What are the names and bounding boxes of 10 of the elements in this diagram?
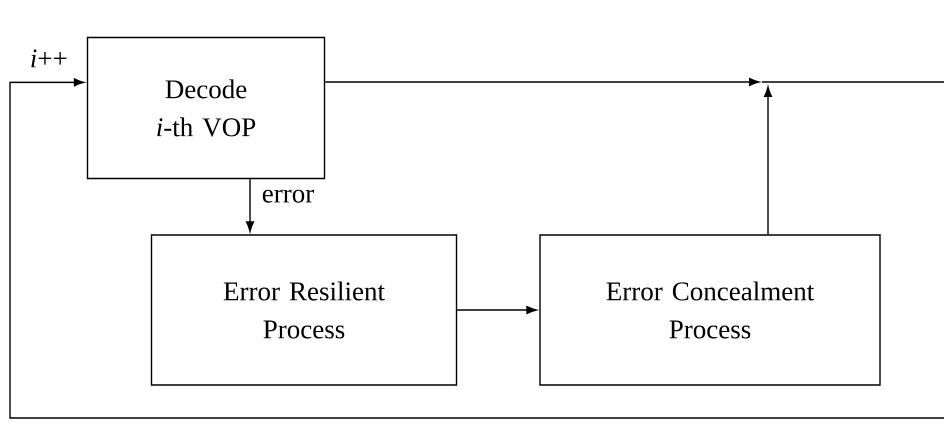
edge-label: error	[262, 190, 314, 203]
arrow	[764, 86, 772, 234]
arrow	[325, 78, 760, 86]
edge-label: i++	[31, 49, 66, 68]
arrow	[457, 306, 537, 314]
process-box: Error Concealment Process	[539, 234, 881, 386]
process-box: Error Resilient Process	[150, 234, 458, 386]
arrow	[246, 179, 254, 232]
arrow	[9, 78, 944, 419]
process-box: Decode i-th VOP	[86, 36, 326, 180]
